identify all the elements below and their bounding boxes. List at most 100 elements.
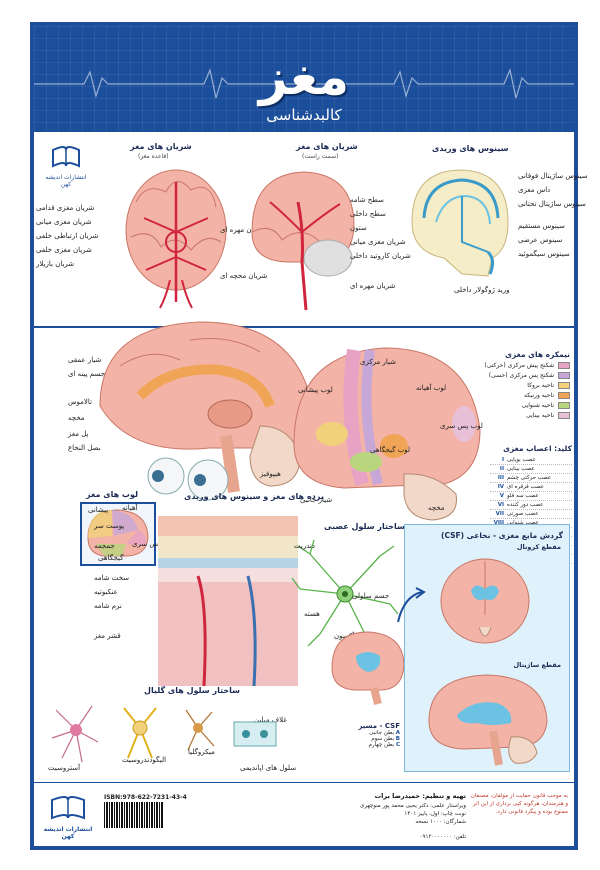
poster: مغز کالبدشناسی انتشارات اندیشه کهن شریان… — [30, 22, 588, 850]
cranial-nerve-number: I — [501, 457, 504, 463]
label-temporal-lobe: لوب گیجگاهی — [370, 446, 411, 454]
venous-sinuses-title: سینوس های وریدی — [432, 144, 509, 153]
eyeballs-illustration — [147, 457, 229, 501]
credits-line: شمارگان: ۱۰۰۰ نسخه — [415, 819, 466, 825]
page-subtitle: کالبدشناسی — [266, 106, 342, 124]
csf-legend-row: C بطن چهارم — [350, 742, 400, 748]
label-vertebral: شریان مهره ای — [220, 226, 266, 234]
key-row: ناحیه ورنیکه — [484, 392, 570, 399]
label-cell-body: جسم سلولی — [352, 592, 390, 600]
label-pia: نرم شامه — [94, 602, 122, 610]
label-internal-carotid: شریان کاروتید داخلی — [350, 252, 411, 260]
key-label: ناحیه ورنیکه — [524, 392, 554, 399]
label-nucleus: هسته — [304, 610, 320, 618]
key-swatch — [558, 402, 570, 409]
label-basilar: شریان بازیلار — [36, 260, 75, 268]
label-vertebral-artery: شریان مهره ای — [350, 282, 396, 290]
label-thalamus: تالاموس — [68, 398, 92, 406]
key-label: شکنج پیش مرکزی (حرکتی) — [484, 362, 554, 369]
skull-venous-illustration — [411, 169, 509, 277]
csf-legend-row: B بطن سوم — [350, 736, 400, 742]
csf-legend-letter: B — [395, 736, 400, 742]
page-title: مغز — [258, 48, 350, 106]
brain-lateral-arteries-illustration — [251, 171, 355, 311]
label-straight-sinus: سینوس مستقیم — [518, 222, 565, 230]
label-inner-surface: سطح داخلی — [350, 210, 386, 218]
footer-divider — [34, 782, 574, 783]
publisher-name-bottom: انتشارات اندیشه کهن — [43, 826, 93, 840]
cranial-nerve-name: عصب حرکتی چشم — [507, 475, 552, 481]
label-lobe-parietal: آهیانه — [122, 504, 138, 512]
ecg-line — [34, 68, 574, 99]
label-medulla: بصل النخاع — [68, 444, 101, 452]
label-dura-surface: سطح شامه — [350, 196, 384, 204]
csf-panel-title: گردش مایع مغزی - نخاعی (CSF) — [441, 531, 563, 540]
credits-title: تهیه و تنظیم: حمیدرضا برات — [374, 792, 466, 800]
label-arachnoid: عنکبوتیه — [94, 588, 118, 596]
glial-cells-illustration — [51, 705, 215, 763]
label-axon: آکسون — [334, 632, 355, 640]
label-pituitary: هیپوفیز — [260, 470, 281, 478]
meninges-title: پرده های مغز و سینوس های وریدی — [184, 492, 324, 501]
csf-coronal-illustration — [440, 558, 530, 644]
csf-coronal-label: مقطع کرونال — [516, 543, 561, 551]
label-skull: جمجمه — [94, 542, 115, 550]
barcode — [104, 802, 164, 828]
label-mid-cerebral-artery: شریان مغزی میانی — [350, 238, 406, 246]
label-myelin: غلاف میلین — [254, 716, 287, 724]
key-label: شکنج پس مرکزی (حسی) — [488, 372, 554, 379]
label-dendrite: دندریت — [294, 542, 315, 550]
book-icon — [51, 796, 85, 820]
label-sigmoid-sinus: سینوس سیگموئید — [518, 250, 570, 258]
key-row: شکنج پیش مرکزی (حرکتی) — [484, 362, 570, 369]
key-row: شکنج پس مرکزی (حسی) — [484, 372, 570, 379]
cranial-nerve-number: VIII — [493, 520, 504, 526]
cranial-nerve-number: IV — [497, 484, 504, 490]
key-row: ناحیه بروکا — [484, 382, 570, 389]
csf-sagittal-label: مقطع ساژیتال — [513, 661, 562, 669]
cranial-nerve-number: VI — [497, 502, 504, 508]
glial-title: ساختار سلول های گلیال — [144, 686, 240, 695]
brain-base-illustration — [125, 169, 227, 309]
key-swatch — [558, 412, 570, 419]
label-posterior-communicating: شریان ارتباطی خلفی — [36, 232, 99, 240]
neuron-title: ساختار سلول عصبی — [324, 522, 405, 531]
label-cerebellum-lateral: مخچه — [428, 504, 445, 512]
key-row: ناحیه شنوایی — [484, 402, 570, 409]
arteries-lateral-subtitle: (سمت راست) — [302, 153, 339, 160]
label-cortex: قشر مغز — [94, 632, 121, 640]
label-cerebellar: شریان مخچه ای — [220, 272, 268, 280]
label-parietal-lobe: لوب آهیانه — [416, 384, 447, 392]
label-posterior-cerebral: شریان مغزی خلفی — [36, 246, 92, 254]
cranial-nerve-name: عصب سه قلو — [507, 493, 539, 499]
cranial-nerve-name: عصب بینایی — [507, 466, 535, 472]
arrow-icon — [397, 587, 426, 623]
credits: ویراستار علمی: دکتر یحیی محمد پور منوچهر… — [326, 802, 466, 826]
copyright-notice: به موجب قانون حمایت از مولفان، مصنفان و … — [470, 793, 568, 815]
phone: تلفن: ۰۹۱۲۰۰۰۰۰۰۰ — [419, 834, 466, 840]
label-ependymal: سلول های اپاندیمی — [240, 764, 297, 772]
label-microglia: میکروگلیا — [188, 748, 215, 756]
label-internal-jugular: ورید ژوگولار داخلی — [454, 286, 510, 294]
key-swatch — [558, 392, 570, 399]
brain-csf-small-illustration — [331, 631, 405, 705]
label-deep-sulcus: شیار عمقی — [68, 356, 102, 364]
label-lobe-temporal: گیجگاهی — [98, 554, 124, 562]
lobes-inset — [80, 502, 156, 566]
key-row: ناحیه بینایی — [484, 412, 570, 419]
hemispheres-key-title: نیمکره های مغزی — [505, 350, 570, 359]
label-middle-cerebral: شریان مغزی میانی — [36, 218, 92, 226]
label-pons: پل مغز — [68, 430, 89, 438]
csf-legend-letter: A — [395, 730, 400, 736]
footer: انتشارات اندیشه کهن ISBN:978-622-7231-43… — [34, 786, 574, 846]
brain-lateral-lobes-illustration — [293, 347, 481, 521]
lobes-title: لوب های مغز — [86, 490, 138, 499]
isbn: ISBN:978-622-7231-43-4 — [104, 794, 187, 801]
cranial-nerve-number: VII — [495, 511, 504, 517]
publisher-name-top: انتشارات اندیشه کهن — [45, 174, 87, 188]
